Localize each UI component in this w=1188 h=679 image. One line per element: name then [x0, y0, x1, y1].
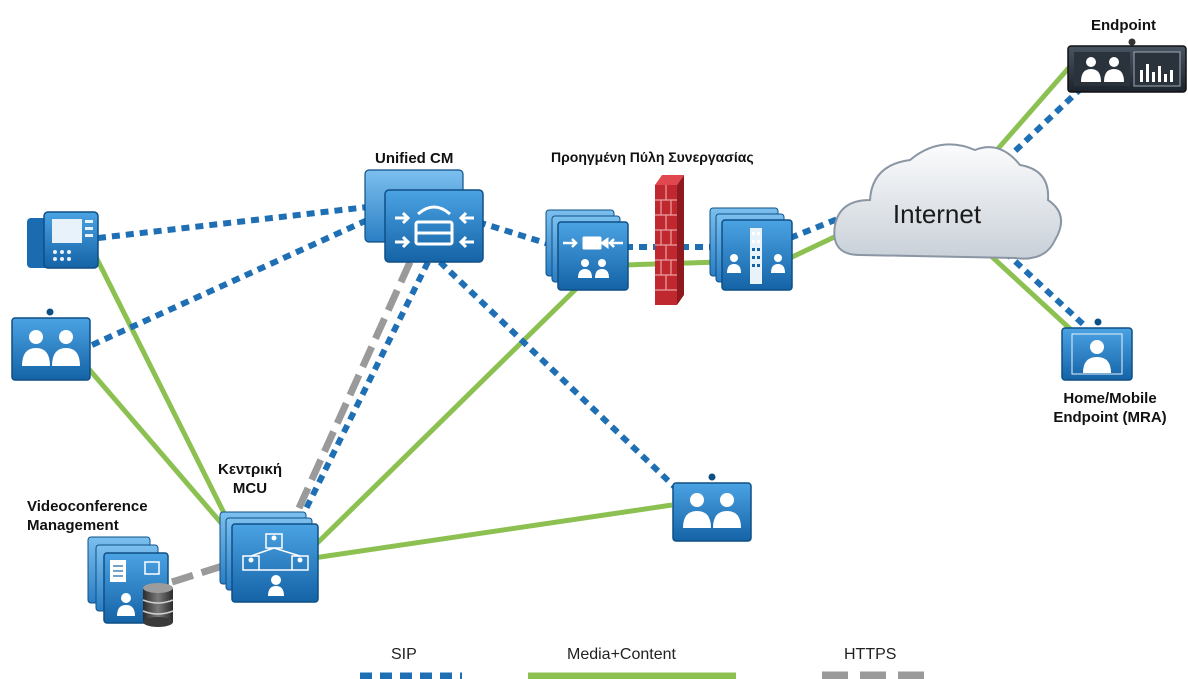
vcm-label: Videoconference Management — [27, 497, 148, 535]
vcm-label-line1: Videoconference — [27, 498, 148, 515]
sip-line-cm-endpoint — [437, 259, 683, 495]
internet-cloud-icon: Internet — [833, 143, 1063, 260]
home-mobile-label: Home/Mobile Endpoint (MRA) — [1030, 389, 1188, 427]
ip-phone-icon — [27, 211, 99, 269]
gateway-label: Προηγμένη Πύλη Συνεργασίας — [551, 149, 754, 165]
internet-label: Internet — [893, 199, 982, 229]
vcm-label-line2: Management — [27, 517, 119, 534]
gateway-server-icon — [545, 209, 629, 291]
endpoint-top-right-icon — [1067, 38, 1187, 93]
mcu-label-line2: MCU — [232, 480, 268, 497]
sip-line-cm-mcu — [295, 260, 431, 527]
home-mobile-label-line1: Home/Mobile — [1063, 390, 1157, 407]
media-line-mcu-endpoint — [299, 502, 673, 563]
mcu-server-icon — [219, 511, 319, 603]
video-endpoint-center-icon — [672, 473, 752, 542]
sip-line-internet-mra — [1002, 249, 1088, 329]
sip-line-phone-cm — [97, 202, 386, 241]
legend-media-label: Media+Content — [567, 646, 676, 663]
media-line-internet-mra — [988, 253, 1082, 340]
sip-line-cm-gateway — [477, 219, 553, 248]
sip-line-expressway-internet — [788, 215, 842, 241]
home-mobile-label-line2: Endpoint (MRA) — [1053, 409, 1167, 426]
sip-line-endpoint-cm — [90, 209, 387, 348]
media-line-mcu-gateway — [298, 283, 582, 562]
https-line-cm-mcu — [286, 260, 414, 530]
legend-https-label: HTTPS — [844, 646, 897, 663]
mcu-label-line1: Κεντρική — [218, 461, 282, 478]
expressway-server-icon — [709, 207, 793, 291]
home-mobile-endpoint-icon — [1061, 318, 1133, 381]
media-line-phone-mcu — [92, 253, 243, 547]
endpoint-label: Endpoint — [1091, 17, 1156, 34]
media-line-endpoint-mcu — [86, 366, 242, 547]
database-icon — [142, 583, 174, 627]
video-endpoint-left-icon — [11, 308, 91, 381]
unified-cm-icon — [364, 169, 484, 263]
firewall-icon — [655, 175, 684, 305]
legend-sip-label: SIP — [391, 646, 417, 663]
unified-cm-label: Unified CM — [375, 150, 454, 167]
connections — [86, 53, 1093, 586]
videoconference-management-icon — [87, 536, 174, 627]
mcu-label: Κεντρική MCU — [212, 460, 288, 498]
